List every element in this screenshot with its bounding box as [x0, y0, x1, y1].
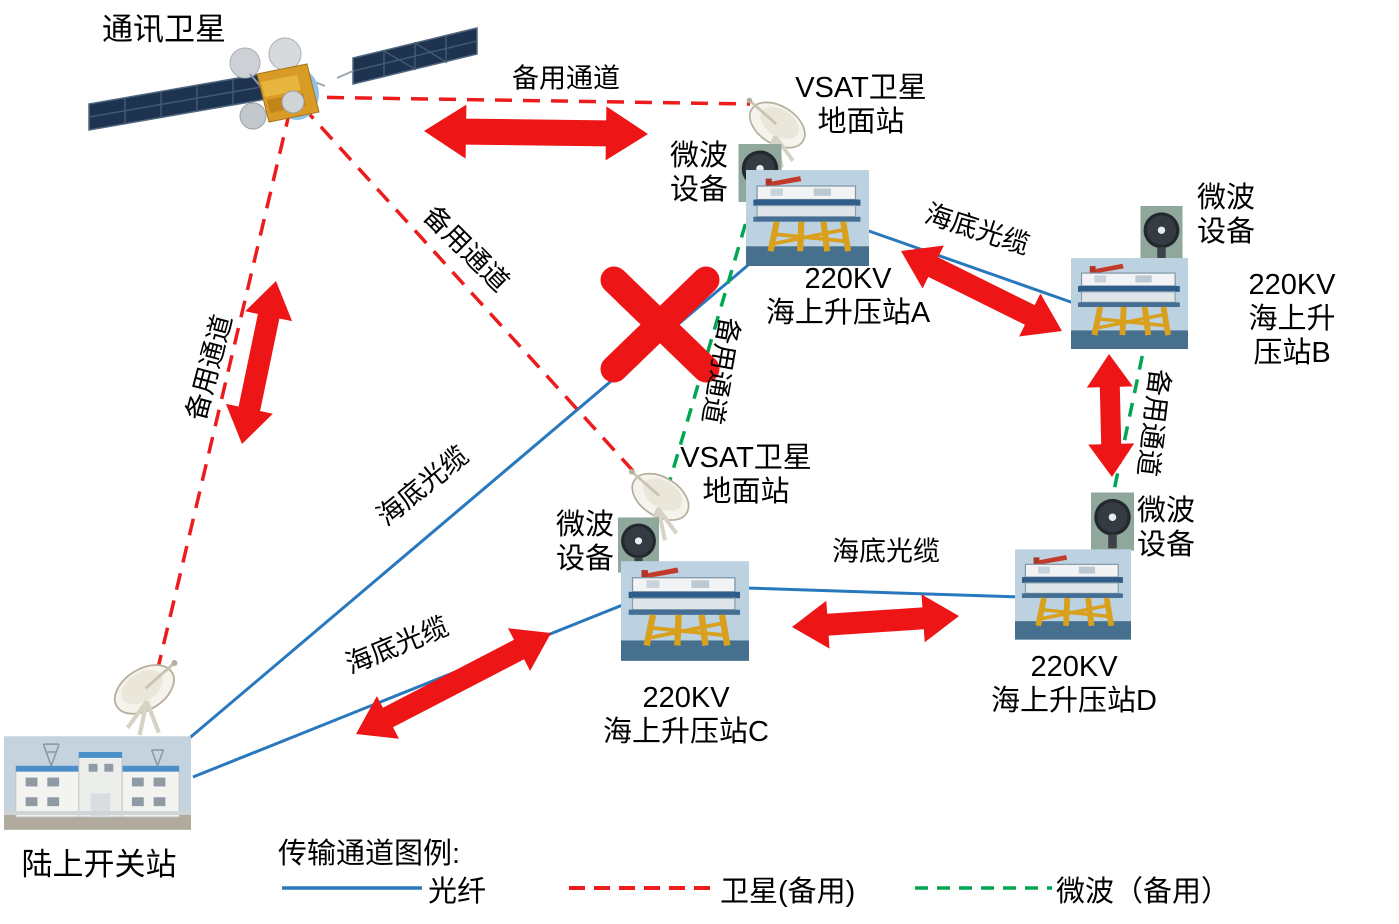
edge-label-cable-onshore-a: 海底光缆 [371, 440, 474, 532]
station-b-photo [1071, 256, 1188, 351]
satellite-link-to-onshore [156, 109, 292, 669]
station-d-microwave-label: 微波 设备 [1136, 495, 1196, 562]
station-c-vsat-label: VSAT卫星 地面站 [680, 442, 812, 509]
fiber-line-c-to-d [745, 586, 1021, 599]
communication-satellite-image [85, 16, 480, 166]
station-a-microwave-label: 微波 设备 [669, 140, 729, 207]
onshore-station-photo [4, 735, 191, 831]
edge-label-backup-microwave-b-d: 备用通道 [1132, 367, 1175, 479]
legend-satellite-label: 卫星(备用) [720, 876, 856, 908]
station-a-photo [744, 170, 871, 266]
edge-label-cable-c-d: 海底光缆 [832, 536, 940, 567]
station-d-title: 220KV 海上升压站D [991, 651, 1157, 718]
edge-label-backup-diagonal: 备用通道 [417, 199, 516, 298]
edge-label-cable-a-b: 海底光缆 [921, 198, 1034, 261]
arrow-station-b-d [1086, 354, 1135, 477]
edge-label-cable-onshore-c: 海底光缆 [341, 611, 453, 680]
satellite-body [229, 37, 354, 130]
arrow-satellite-onshore [225, 281, 293, 444]
station-c-title: 220KV 海上升压站C [603, 682, 769, 749]
station-a-vsat-label: VSAT卫星 地面站 [795, 72, 927, 139]
microwave-dish-station-b [1135, 206, 1188, 263]
satellite-label: 通讯卫星 [102, 12, 226, 47]
failure-x-mark [600, 266, 720, 383]
vsat-dish-onshore [106, 658, 190, 740]
station-d-photo [1015, 548, 1131, 641]
legend-fiber-swatch [282, 886, 422, 890]
station-c-microwave-label: 微波 设备 [555, 509, 615, 576]
edge-label-backup-left: 备用通道 [180, 311, 238, 424]
legend-fiber-label: 光纤 [428, 876, 487, 908]
legend-title: 传输通道图例: [278, 838, 461, 870]
legend-satellite-swatch [569, 886, 715, 890]
legend-microwave-swatch [915, 886, 1052, 890]
legend-microwave-label: 微波（备用） [1056, 876, 1231, 908]
edge-label-backup-top: 备用通道 [512, 63, 620, 94]
station-a-title: 220KV 海上升压站A [765, 263, 931, 330]
satellite-solar-panels [88, 27, 478, 131]
edge-label-backup-microwave-a-c: 备用通道 [696, 314, 745, 427]
station-b-microwave-label: 微波 设备 [1196, 182, 1256, 249]
station-c-photo [621, 541, 749, 681]
microwave-dish-station-d [1091, 489, 1134, 554]
station-b-title: 220KV 海上升压站B [1248, 269, 1336, 370]
arrow-station-c-d [792, 594, 959, 649]
onshore-station-label: 陆上开关站 [21, 847, 177, 882]
